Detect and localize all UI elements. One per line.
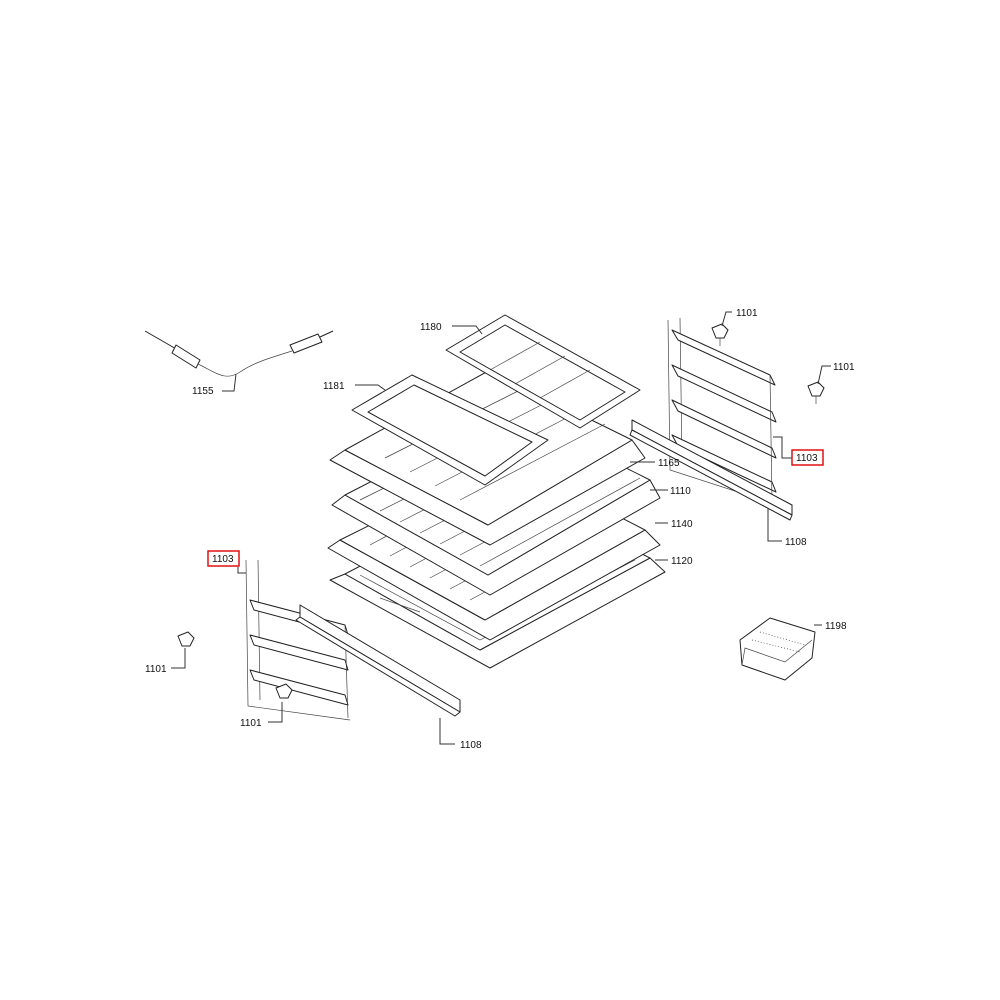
label-1155: 1155	[192, 386, 214, 397]
right-shelf-rail[interactable]	[667, 317, 779, 506]
screw-left-lower[interactable]	[275, 683, 293, 699]
leader-lines	[171, 311, 831, 745]
label-1198: 1198	[825, 621, 847, 632]
label-1103-left-highlight[interactable]: 1103	[207, 550, 240, 567]
label-1110: 1110	[670, 486, 691, 497]
label-1120: 1120	[671, 556, 693, 567]
label-1140: 1140	[671, 519, 693, 530]
right-telescopic-runner[interactable]	[629, 419, 793, 521]
screw-left-upper[interactable]	[177, 631, 195, 647]
label-1101-right: 1101	[833, 362, 855, 373]
cleaning-sponge[interactable]	[739, 617, 816, 681]
steam-container-solid[interactable]	[351, 374, 549, 486]
label-1101-top: 1101	[736, 308, 758, 319]
label-1108-right: 1108	[785, 537, 807, 548]
label-1180: 1180	[420, 322, 442, 333]
left-telescopic-runner[interactable]	[295, 604, 461, 717]
screw-right[interactable]	[807, 381, 825, 404]
screw-top-right[interactable]	[711, 323, 729, 346]
meat-probe[interactable]	[144, 330, 334, 377]
steam-container-perforated[interactable]	[445, 314, 641, 429]
label-1103-left: 1103	[212, 554, 234, 565]
label-1101-left-upper: 1101	[145, 664, 167, 675]
label-1181: 1181	[323, 381, 345, 392]
label-1103-right-highlight[interactable]: 1103	[791, 449, 824, 466]
label-1165: 1165	[658, 458, 680, 469]
label-1108-left: 1108	[460, 740, 482, 751]
label-1101-left-lower: 1101	[240, 718, 262, 729]
label-1103-right: 1103	[796, 453, 818, 464]
